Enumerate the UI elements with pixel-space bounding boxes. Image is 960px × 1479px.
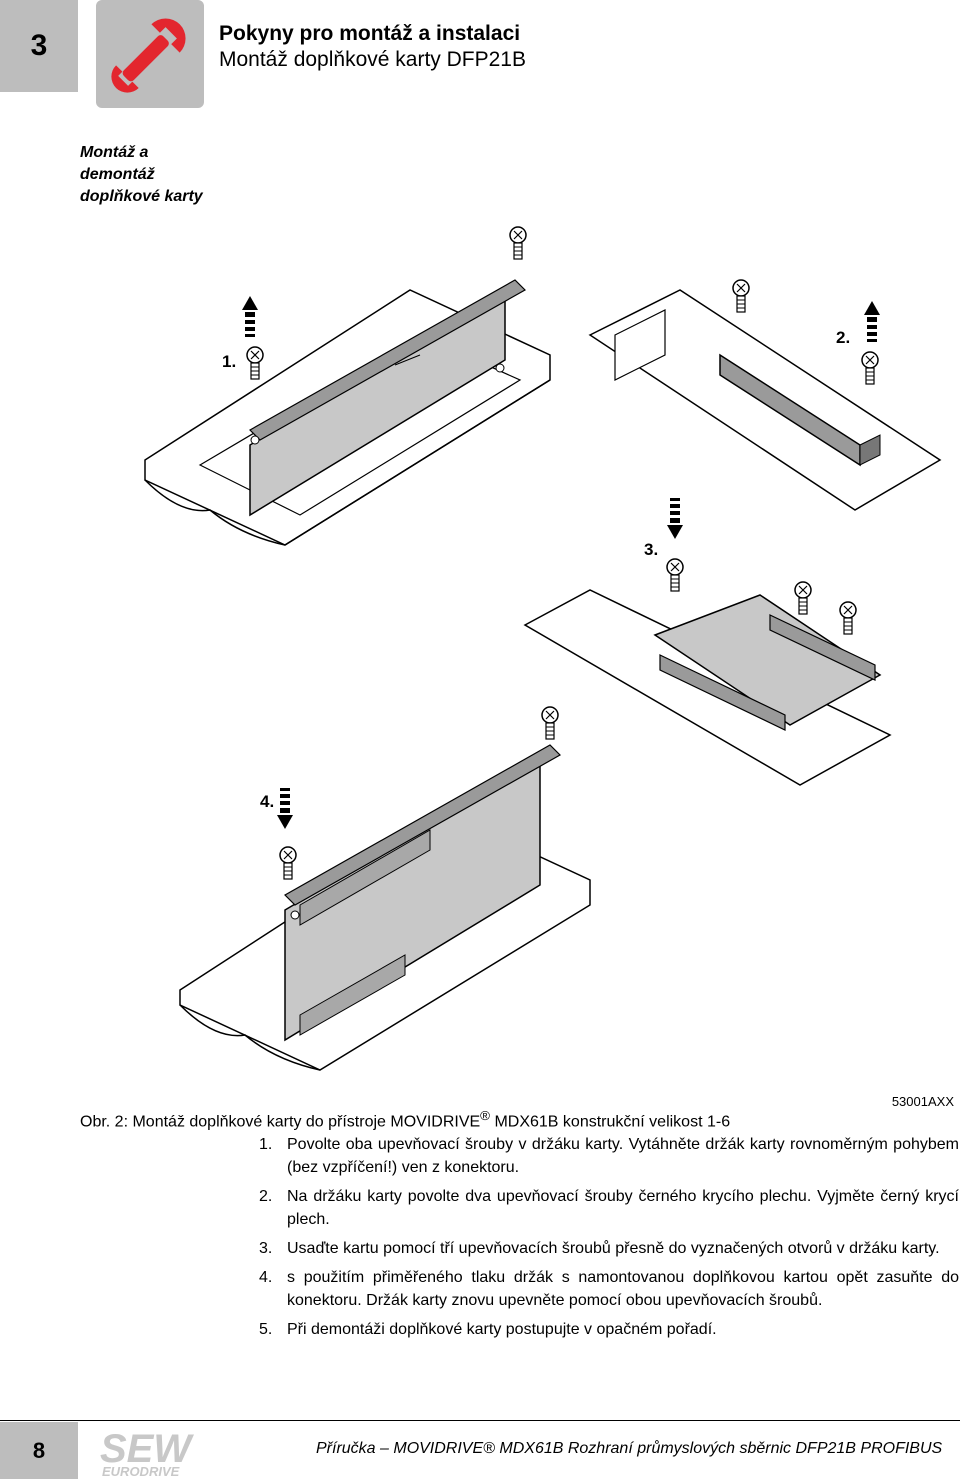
caption-suffix: MDX61B konstrukční velikost 1-6 <box>490 1113 731 1131</box>
step-number: 5. <box>259 1321 273 1338</box>
sew-eurodrive-logo: SEW EURODRIVE <box>100 1428 194 1478</box>
step4-device <box>179 744 591 1071</box>
step-text: Na držáku karty povolte dva upevňovací š… <box>287 1188 959 1228</box>
step-item: 1. Povolte oba upevňovací šrouby v držák… <box>259 1133 959 1179</box>
header-title: Pokyny pro montáž a instalaci <box>219 22 521 45</box>
figure-caption: Obr. 2: Montáž doplňkové karty do přístr… <box>80 1106 730 1132</box>
logo-bottom: EURODRIVE <box>102 1464 180 1478</box>
step-list: 1. Povolte oba upevňovací šrouby v držák… <box>259 1133 959 1347</box>
tool-box <box>96 0 204 108</box>
logo-top: SEW <box>100 1428 194 1471</box>
step-number: 1. <box>259 1136 273 1153</box>
step3-card <box>523 589 892 786</box>
chapter-number: 3 <box>30 29 48 62</box>
step-text: Při demontáži doplňkové karty postupujte… <box>287 1321 717 1338</box>
page-number-box: 8 <box>0 1422 78 1479</box>
step-item: 2. Na držáku karty povolte dva upevňovac… <box>259 1185 959 1231</box>
step-text: Povolte oba upevňovací šrouby v držáku k… <box>287 1136 959 1176</box>
wrench-icon <box>111 18 186 93</box>
step-item: 4. s použitím přiměřeného tlaku držák s … <box>259 1266 959 1312</box>
caption-prefix: Obr. 2: Montáž doplňkové karty do přístr… <box>80 1113 481 1131</box>
mounting-illustration: 1. 2. 3. 4. <box>144 226 942 1071</box>
step2-holder <box>588 289 942 511</box>
caption-registered: ® <box>480 1108 490 1123</box>
side-heading: Montáž a demontáž doplňkové karty <box>80 142 240 208</box>
step-number: 4. <box>259 1269 273 1286</box>
side-heading-line: Montáž a <box>80 144 149 161</box>
figure-label-3: 3. <box>644 540 658 559</box>
footer-divider <box>0 1420 960 1421</box>
step-item: 3. Usaďte kartu pomocí tří upevňovacích … <box>259 1237 959 1260</box>
figure-label-4: 4. <box>260 792 274 811</box>
step-text: Usaďte kartu pomocí tří upevňovacích šro… <box>287 1240 940 1257</box>
figure-code: 53001AXX <box>891 1094 954 1109</box>
step-text: s použitím přiměřeného tlaku držák s nam… <box>287 1269 959 1309</box>
page-number: 8 <box>32 1437 46 1463</box>
step-number: 3. <box>259 1240 273 1257</box>
side-heading-line: demontáž <box>80 166 155 183</box>
figure-label-2: 2. <box>836 328 850 347</box>
step1-device <box>144 279 551 546</box>
step-number: 2. <box>259 1188 273 1205</box>
header-subtitle: Montáž doplňkové karty DFP21B <box>219 48 526 71</box>
figure-label-1: 1. <box>222 352 236 371</box>
footer-text: Příručka – MOVIDRIVE® MDX61B Rozhraní pr… <box>316 1440 943 1457</box>
chapter-box: 3 <box>0 0 78 92</box>
side-heading-line: doplňkové karty <box>80 188 203 205</box>
step-item: 5. Při demontáži doplňkové karty postupu… <box>259 1318 959 1341</box>
